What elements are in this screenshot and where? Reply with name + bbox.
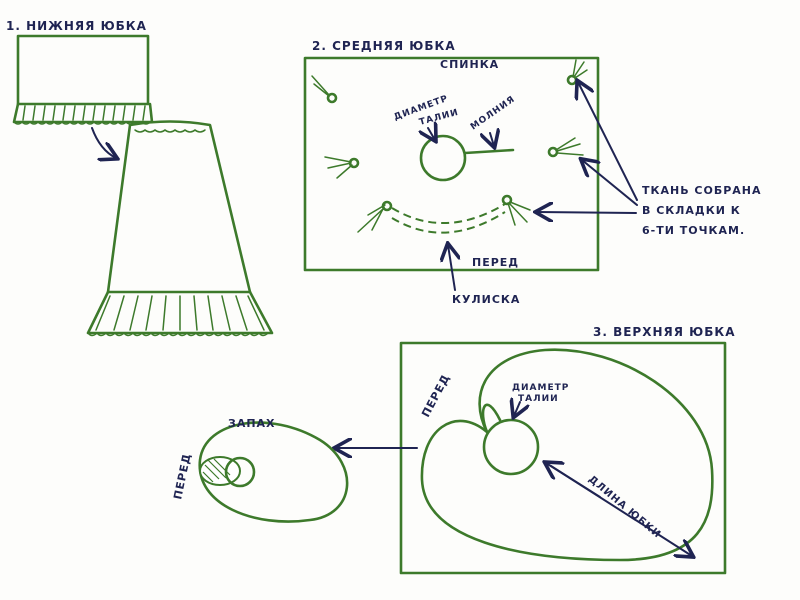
- length-label: ДЛИНА ЮБКИ: [586, 474, 663, 541]
- result-waist-circle: [224, 456, 256, 488]
- gather-note-2: В СКЛАДКИ К: [642, 204, 741, 217]
- back-label: СПИНКА: [440, 58, 499, 71]
- result-front-label: ПЕРЕД: [171, 452, 194, 501]
- overskirt-section: 3. ВЕРХНЯЯ ЮБКА ПЕРЕД ДИАМЕТР ТАЛИИ ДЛИН…: [336, 325, 736, 575]
- gather-arrow-bottom: [537, 212, 637, 213]
- underskirt-section: 1. НИЖНЯЯ ЮБКА: [6, 19, 274, 337]
- overskirt-pattern: [420, 348, 714, 562]
- drawstring-arrow: [448, 245, 455, 291]
- overskirt-front-label: ПЕРЕД: [419, 372, 453, 420]
- waist-circle: [419, 134, 467, 182]
- arrow-to-skirt: [91, 127, 116, 158]
- overskirt-title: 3. ВЕРХНЯЯ ЮБКА: [593, 325, 736, 339]
- length-arrow-start: [546, 463, 601, 498]
- zipper-arrow: [490, 133, 494, 146]
- gather-note-1: ТКАНЬ СОБРАНА: [642, 184, 762, 197]
- drawstring-channel: [391, 203, 506, 234]
- overskirt-inner-curve: [481, 403, 502, 434]
- gather-arrow-top: [578, 82, 638, 201]
- drawstring-label: КУЛИСКА: [452, 293, 520, 306]
- underskirt-title: 1. НИЖНЯЯ ЮБКА: [6, 19, 147, 33]
- waist-arrow: [428, 128, 435, 140]
- wrap-label: ЗАПАХ: [228, 417, 276, 430]
- wrap-hatching: [202, 458, 231, 483]
- overskirt-result: ЗАПАХ ПЕРЕД: [171, 417, 349, 523]
- overskirt-fabric: [399, 341, 727, 575]
- gather-points: [311, 59, 588, 233]
- gather-arrow-middle: [582, 160, 638, 206]
- middle-skirt-section: 2. СРЕДНЯЯ ЮБКА СПИНКА ДИАМЕТР ТАЛИИ МОЛ…: [303, 39, 762, 306]
- middle-skirt-title: 2. СРЕДНЯЯ ЮБКА: [312, 39, 456, 53]
- overskirt-waist-label-2: ТАЛИИ: [518, 394, 559, 404]
- wrapped-skirt-shape: [198, 421, 349, 523]
- underskirt-assembled: [86, 120, 274, 337]
- front-label: ПЕРЕД: [472, 256, 519, 269]
- zipper-label: МОЛНИЯ: [469, 94, 517, 132]
- gather-note-3: 6-ТИ ТОЧКАМ.: [642, 224, 745, 237]
- wrap-overlap: [199, 456, 241, 486]
- overskirt-waist-label-1: ДИАМЕТР: [512, 383, 569, 393]
- overskirt-waist-circle: [482, 418, 540, 476]
- underskirt-flat-piece: [12, 34, 154, 125]
- zipper-line: [463, 148, 515, 155]
- overskirt-waist-arrow: [514, 402, 520, 416]
